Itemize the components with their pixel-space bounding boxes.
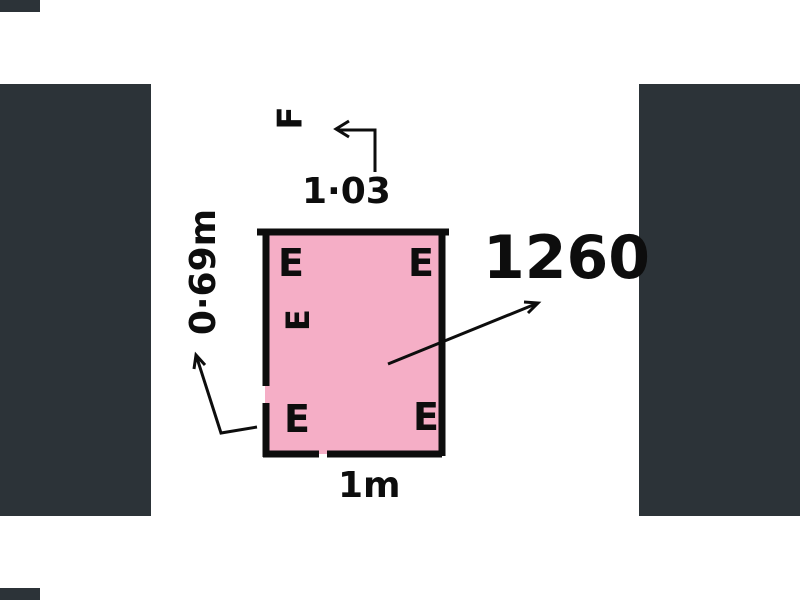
plot-number-arrow: [387, 300, 542, 366]
dark-backdrop-left: [0, 84, 151, 516]
dark-backdrop-right: [639, 84, 800, 516]
plot-area-fill: [265, 231, 442, 454]
dimension-top-label: 1·03: [302, 171, 391, 212]
dimension-left-label: 0·69m: [183, 209, 224, 335]
direction-f-arrow: [333, 119, 377, 172]
direction-f-label: F: [271, 106, 311, 129]
boundary-access-arrow: [192, 351, 258, 435]
dark-corner-top-left: [0, 0, 40, 12]
corner-marker-bottom-right: E: [413, 395, 439, 439]
edge-marker-mid-left: E: [279, 309, 317, 331]
dimension-bottom-label: 1m: [338, 465, 401, 506]
plot-number-label: 1260: [483, 223, 650, 293]
corner-marker-bottom-left: E: [284, 397, 310, 441]
dark-corner-bottom-left: [0, 588, 40, 600]
corner-marker-top-left: E: [278, 241, 304, 285]
corner-marker-top-right: E: [408, 241, 434, 285]
